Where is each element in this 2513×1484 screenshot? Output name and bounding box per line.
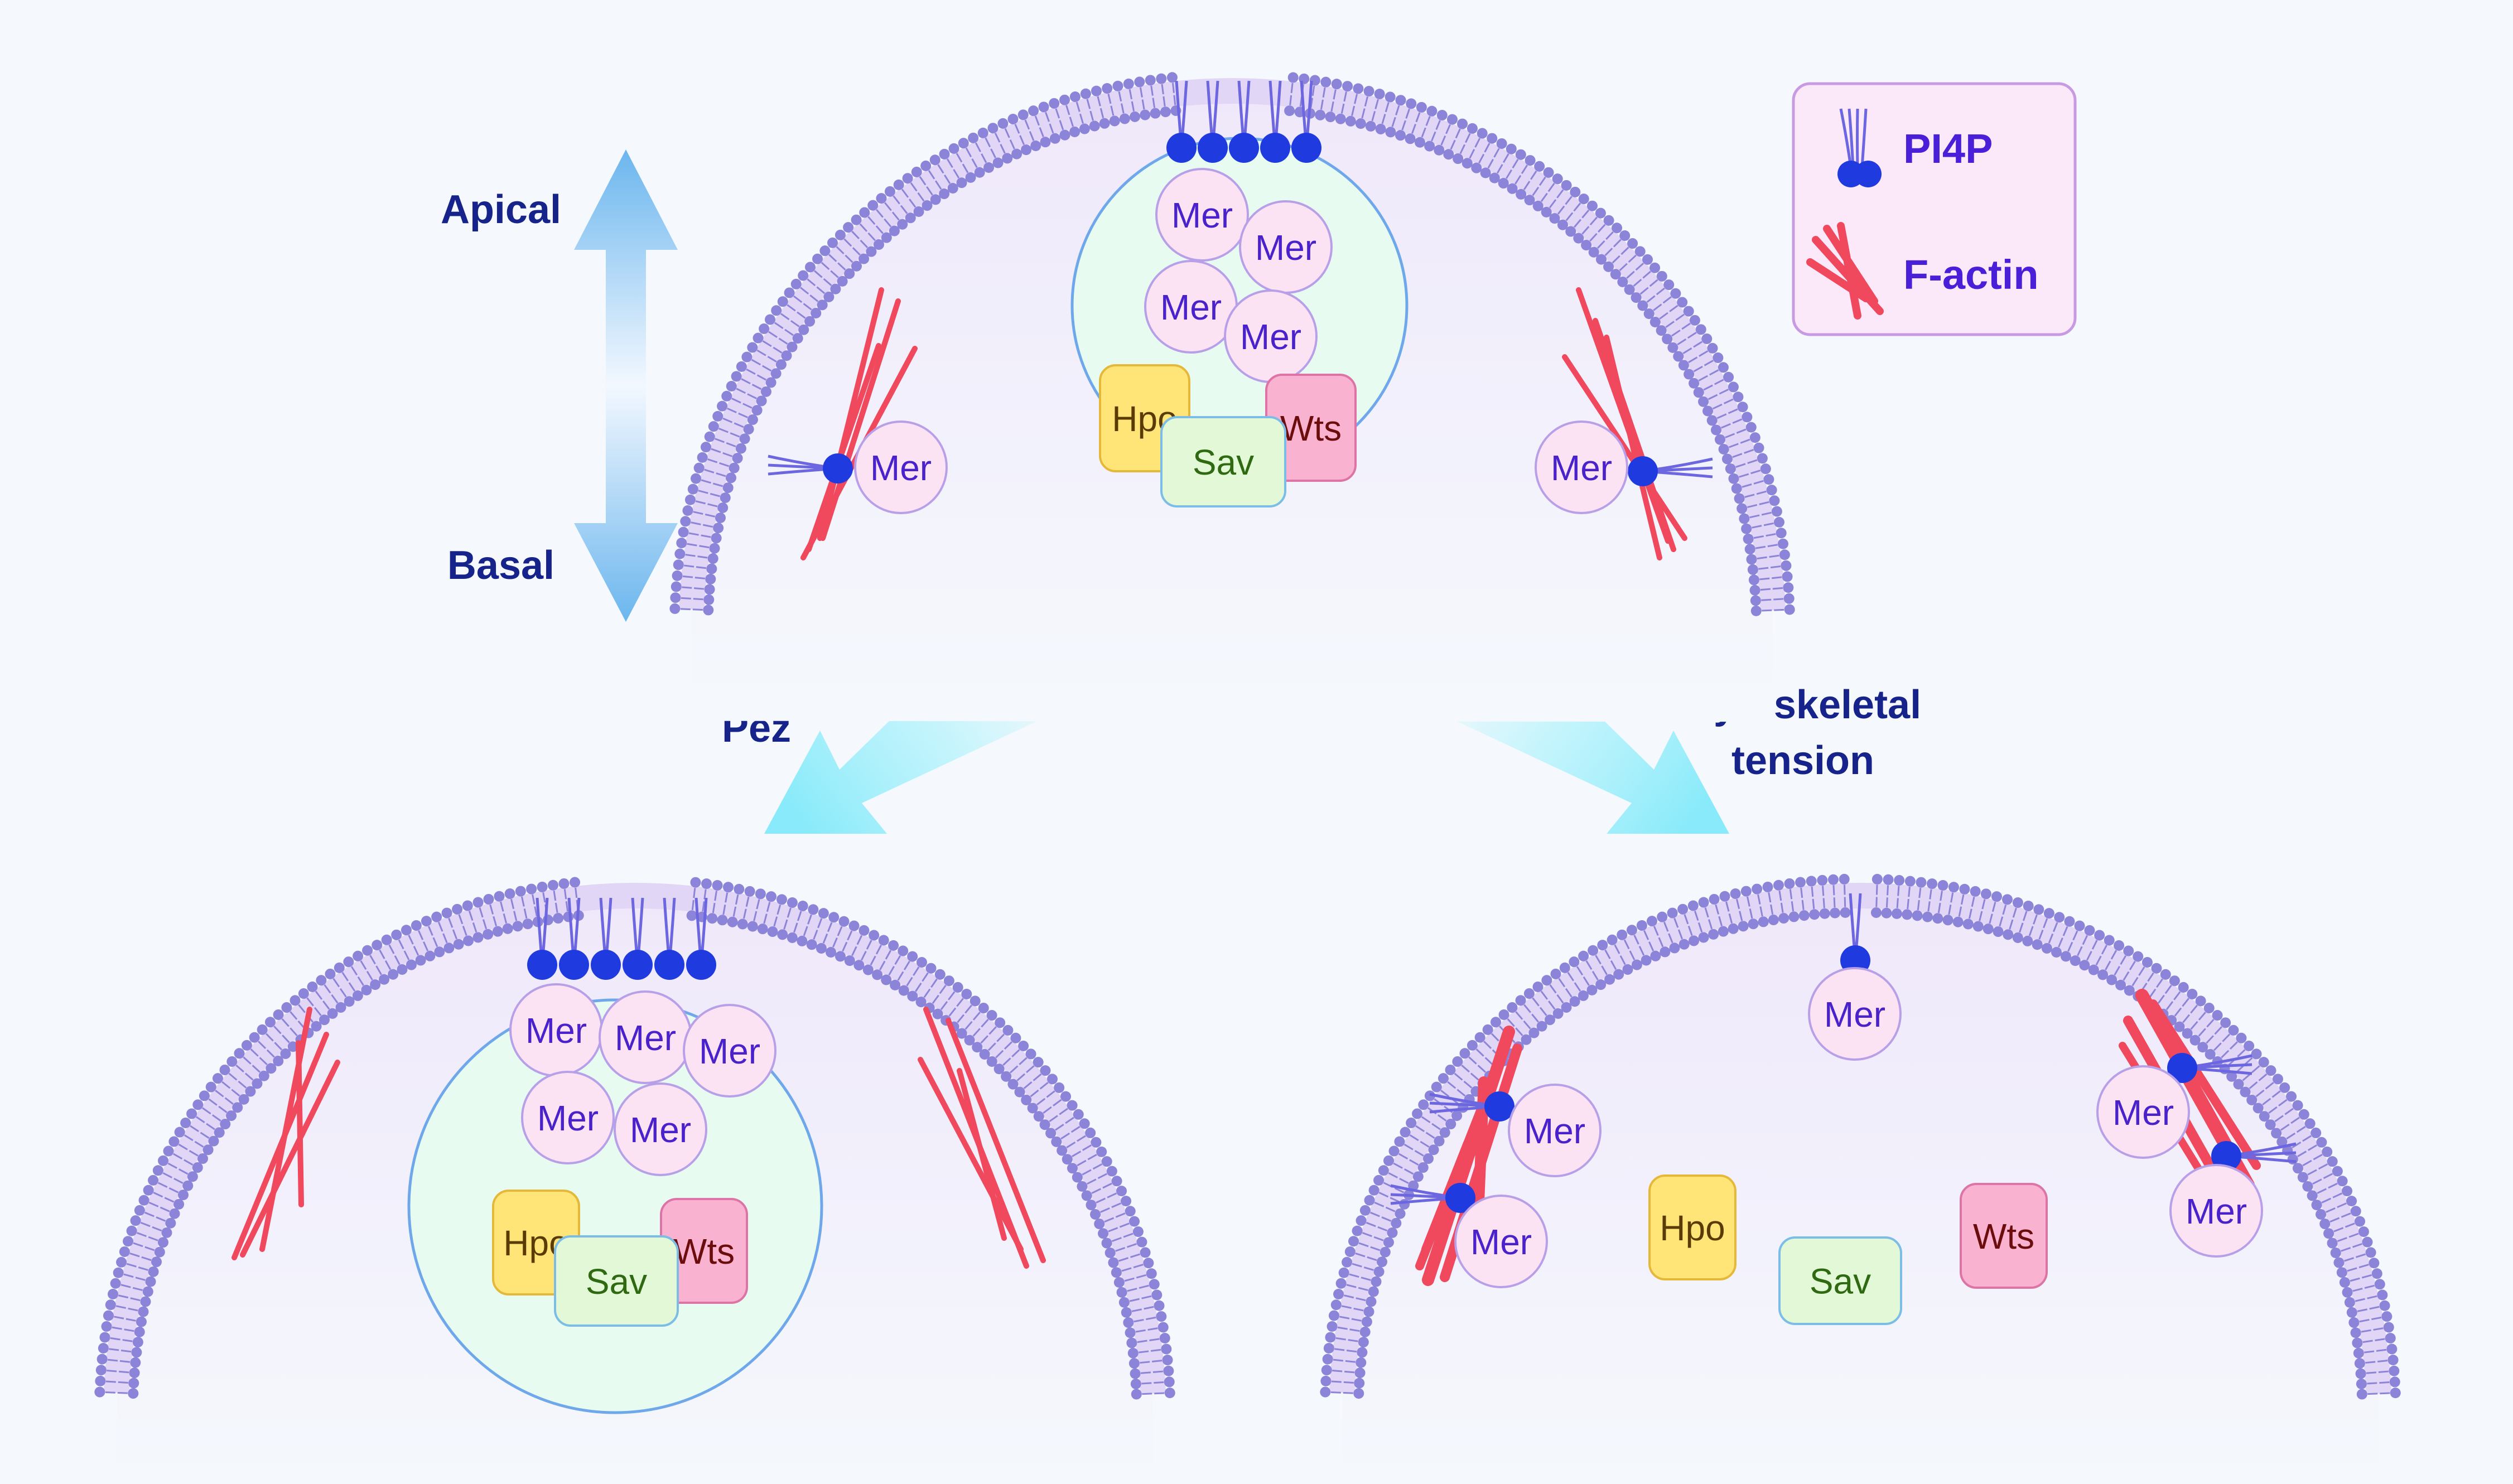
- f-actin-filament: [918, 1057, 1024, 1252]
- pi4p-headgroup: [623, 950, 653, 980]
- sav-protein: [1160, 416, 1286, 507]
- pi4p-headgroup: [1229, 133, 1259, 163]
- mer-label: Mer: [1255, 228, 1316, 268]
- mer-label: Mer: [870, 448, 932, 488]
- pi4p-headgroup: [686, 950, 716, 980]
- apical-basal-double-arrow: [574, 149, 678, 622]
- wts-protein: [1960, 1183, 2048, 1289]
- mer-label: Mer: [2186, 1191, 2247, 1231]
- f-actin-bundle: [1473, 1076, 1489, 1221]
- mer-label: Mer: [699, 1031, 760, 1071]
- hpo-protein: [1648, 1174, 1737, 1280]
- mer-protein: [1155, 168, 1249, 262]
- wts-label: Wts: [673, 1231, 735, 1272]
- apical-basal-axis: Apical Basal: [441, 149, 678, 622]
- bottom-left-cell-membrane: [94, 877, 1175, 1400]
- factin-legend-label: F-actin: [1903, 252, 2039, 298]
- pi4p-headgroup: [1628, 456, 1658, 486]
- mer-label: Mer: [1171, 195, 1233, 235]
- f-actin-filament: [240, 1060, 340, 1258]
- tension-label-line2: tension: [1731, 738, 1874, 783]
- f-actin-filament: [231, 1032, 329, 1260]
- pi4p-headgroup: [1291, 133, 1321, 163]
- mer-label: Mer: [525, 1011, 587, 1051]
- mer-protein: [1535, 420, 1628, 514]
- sav-protein: [1778, 1236, 1902, 1325]
- wts-label: Wts: [1973, 1216, 2034, 1256]
- mer-label: Mer: [615, 1018, 676, 1058]
- f-actin-filament: [946, 1018, 1046, 1263]
- mer-protein: [521, 1071, 615, 1164]
- wts-label: Wts: [1280, 408, 1342, 448]
- f-actin-filament: [806, 343, 881, 552]
- pi4p-headgroup: [654, 950, 684, 980]
- sav-protein: [554, 1235, 679, 1327]
- mer-protein: [683, 1004, 776, 1098]
- mer-label: Mer: [630, 1110, 691, 1150]
- pi4p-headgroup: [1198, 133, 1228, 163]
- pi4p-headgroup: [1445, 1183, 1475, 1213]
- pi4p-headgroup: [527, 950, 557, 980]
- mer-label: Mer: [2112, 1093, 2174, 1133]
- apical-label: Apical: [441, 187, 561, 232]
- pi4p-headgroup: [591, 950, 621, 980]
- pi4p-headgroup: [1484, 1091, 1514, 1122]
- pi4p-headgroup: [2211, 1141, 2241, 1171]
- pi4p-headgroup: [823, 453, 853, 484]
- bottom-right-cell-cytoplasm: [1342, 895, 2379, 1484]
- mer-label: Mer: [1240, 317, 1301, 357]
- mer-protein: [1808, 967, 1902, 1061]
- mer-label: Mer: [1824, 994, 1885, 1035]
- sav-label: Sav: [1810, 1261, 1871, 1302]
- mer-label: Mer: [537, 1098, 599, 1138]
- pi4p-headgroup: [2167, 1053, 2197, 1083]
- pi4p-headgroup: [1166, 133, 1197, 163]
- f-actin-filament: [1593, 318, 1676, 552]
- legend: PI4P F-actin: [1792, 82, 2077, 336]
- basal-label: Basal: [447, 543, 554, 588]
- f-actin-filament: [1604, 335, 1662, 560]
- mer-protein: [614, 1082, 707, 1176]
- sav-label: Sav: [1193, 442, 1254, 482]
- hpo-label: Hpo: [1660, 1208, 1725, 1248]
- mer-label: Mer: [1470, 1222, 1532, 1262]
- f-actin-filament: [1562, 354, 1687, 541]
- pi4p-legend-label: PI4P: [1903, 125, 1993, 172]
- mer-protein: [854, 420, 948, 514]
- pi4p-headgroup: [559, 950, 589, 980]
- f-actin-bundle: [2149, 999, 2261, 1170]
- sav-label: Sav: [586, 1261, 647, 1302]
- f-actin-filament: [957, 1068, 1007, 1241]
- apical-complex-vesicle: [407, 998, 823, 1414]
- mer-label: Mer: [1160, 287, 1222, 327]
- f-actin-filament: [817, 287, 884, 541]
- mer-protein: [1508, 1084, 1602, 1177]
- pi4p-headgroup: [1260, 133, 1290, 163]
- mer-label: Mer: [1524, 1111, 1585, 1151]
- mer-label: Mer: [1551, 448, 1612, 488]
- mer-protein: [2096, 1065, 2190, 1159]
- mer-protein: [2169, 1164, 2263, 1258]
- f-actin-filament: [296, 1040, 304, 1207]
- pi4p-legend-icon: [1837, 108, 1882, 187]
- mer-protein: [1454, 1195, 1548, 1288]
- factin-legend-icon: [1806, 222, 1884, 320]
